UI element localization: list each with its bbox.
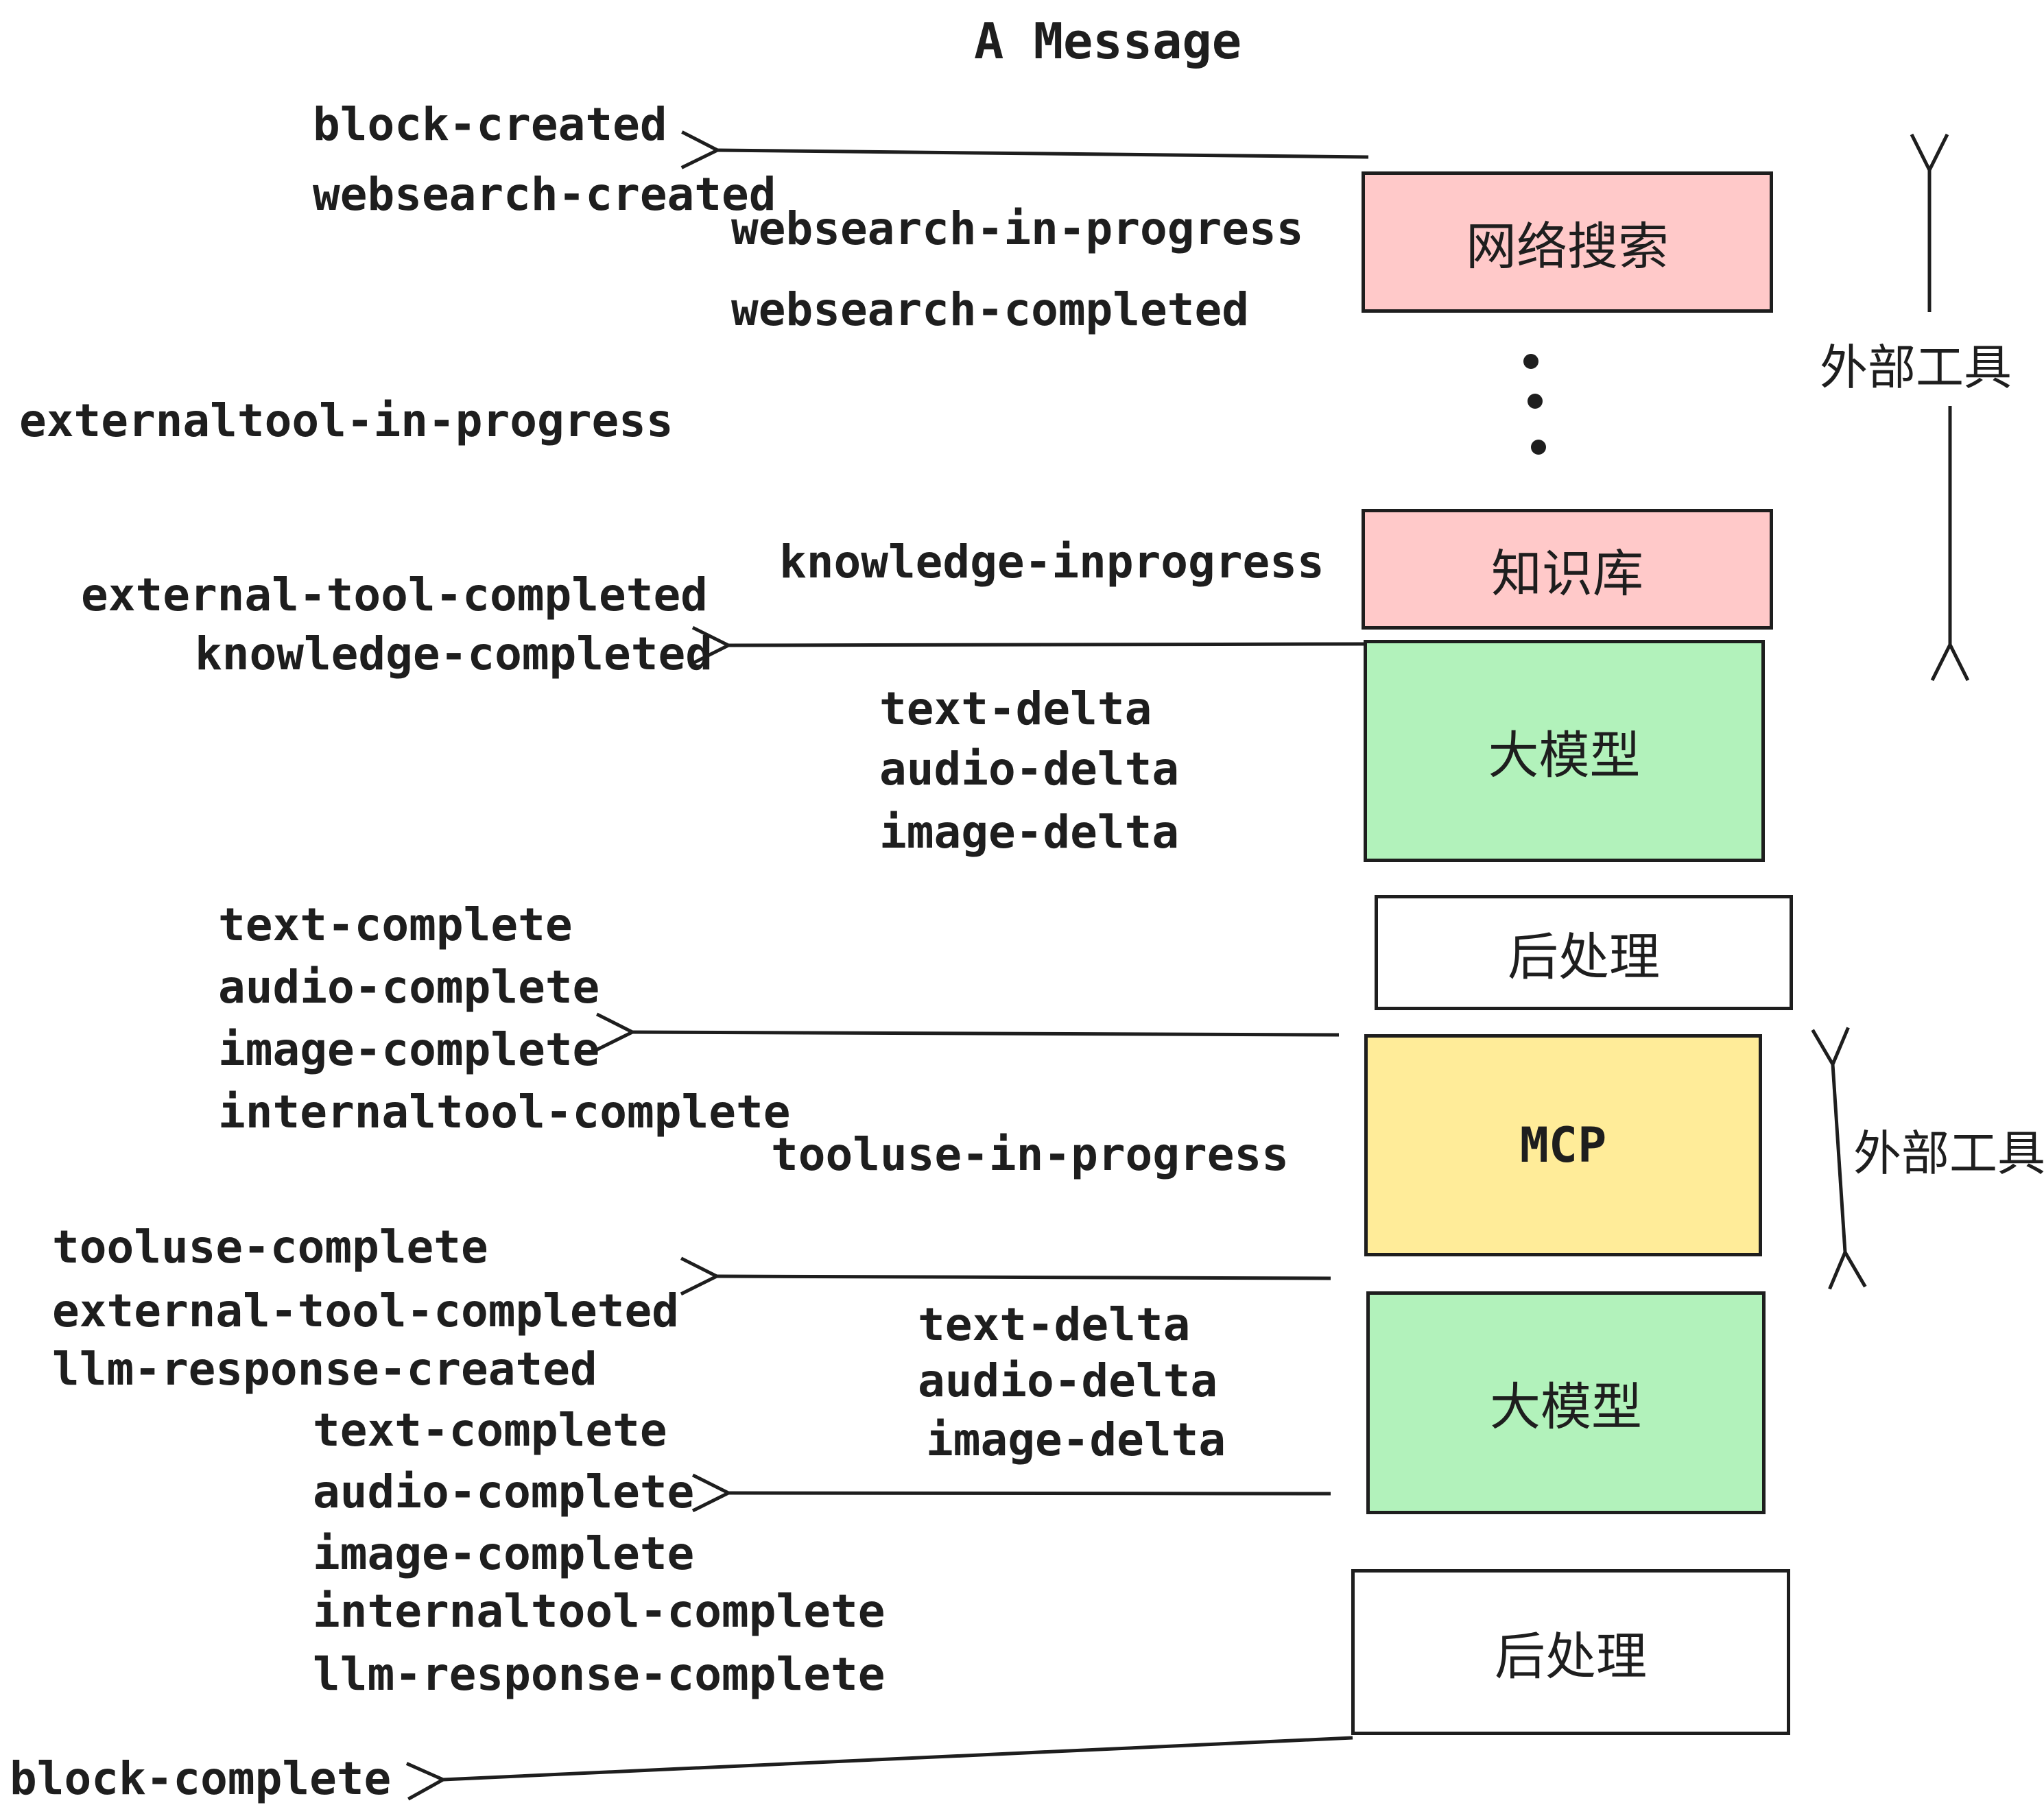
event-block-created: block-created xyxy=(313,98,667,151)
event-websearch-completed: websearch-completed xyxy=(731,283,1249,336)
event-internaltool-complete-2: internaltool-complete xyxy=(313,1585,886,1638)
diagram-title: A Message xyxy=(974,12,1242,70)
box-mcp: MCP xyxy=(1364,1034,1762,1256)
event-text-complete-2: text-complete xyxy=(313,1404,667,1457)
event-image-delta-2: image-delta xyxy=(926,1413,1226,1466)
box-postprocess-2: 后处理 xyxy=(1351,1569,1790,1735)
event-audio-complete-2: audio-complete xyxy=(313,1466,695,1518)
event-externaltool-in-progress: externaltool-in-progress xyxy=(19,394,674,447)
event-knowledge-inprogress: knowledge-inprogress xyxy=(779,536,1324,588)
event-tooluse-complete: tooluse-complete xyxy=(52,1221,488,1274)
event-llm-response-created: llm-response-created xyxy=(52,1343,597,1396)
arrow-block-created xyxy=(680,130,1369,169)
box-knowledge-base: 知识库 xyxy=(1362,509,1773,630)
event-text-delta-1: text-delta xyxy=(879,682,1152,735)
event-image-complete-1: image-complete xyxy=(218,1023,600,1076)
event-text-complete-1: text-complete xyxy=(218,898,573,951)
arrow-block-complete xyxy=(405,1736,1353,1801)
box-llm-2: 大模型 xyxy=(1366,1291,1766,1514)
box-postprocess-1: 后处理 xyxy=(1375,895,1793,1010)
arrow-mcp-external-tools xyxy=(1811,1027,1867,1290)
arrow-internal-complete-1 xyxy=(595,1012,1340,1052)
arrow-knowledge-completed xyxy=(691,625,1364,665)
event-audio-delta-1: audio-delta xyxy=(879,743,1180,796)
event-image-delta-1: image-delta xyxy=(879,806,1180,859)
event-text-delta-2: text-delta xyxy=(918,1298,1191,1351)
arrow-tooluse-complete xyxy=(680,1256,1331,1296)
event-websearch-created: websearch-created xyxy=(313,168,776,221)
event-image-complete-2: image-complete xyxy=(313,1527,695,1580)
external-tools-label-top: 外部工具 xyxy=(1820,341,2012,394)
event-block-complete: block-complete xyxy=(10,1752,392,1805)
event-audio-delta-2: audio-delta xyxy=(918,1354,1218,1407)
external-tools-label-mcp: 外部工具 xyxy=(1853,1127,2044,1180)
event-external-tool-completed-1: external-tool-completed xyxy=(81,569,708,621)
event-websearch-in-progress: websearch-in-progress xyxy=(731,202,1304,255)
box-llm-1: 大模型 xyxy=(1364,640,1765,862)
event-internaltool-complete-1: internaltool-complete xyxy=(218,1086,791,1138)
arrow-llm2-complete xyxy=(691,1473,1331,1513)
event-audio-complete-1: audio-complete xyxy=(218,961,600,1014)
event-knowledge-completed: knowledge-completed xyxy=(195,627,713,680)
vertical-ellipsis-dots xyxy=(1523,354,1546,455)
event-llm-response-complete: llm-response-complete xyxy=(313,1648,886,1701)
event-external-tool-completed-2: external-tool-completed xyxy=(52,1284,679,1337)
box-websearch: 网络搜索 xyxy=(1362,171,1773,313)
event-tooluse-in-progress: tooluse-in-progress xyxy=(771,1128,1289,1181)
